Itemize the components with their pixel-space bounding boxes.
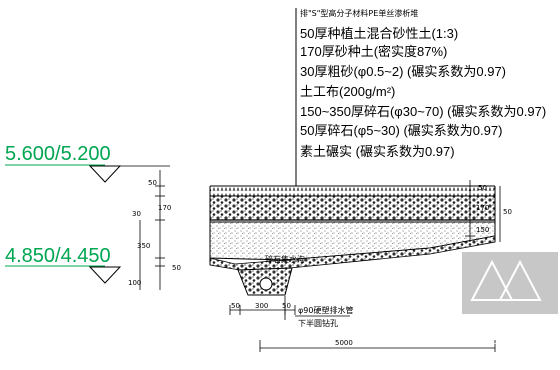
dim-left-350: 350 [137,242,150,250]
layer-label-3: 170厚砂种土(密实度87%) [300,44,447,59]
elevation-upper: 5.600/5.200 [5,143,111,165]
left-dimensions [139,170,165,290]
layer-label-8: 素土碾实 (碾实系数为0.97) [300,144,455,159]
dim-left-30: 30 [132,210,141,218]
elevation-lower-marker [88,266,122,284]
layer-label-5: 土工布(200g/m²) [300,84,395,99]
note-pipe: φ90硬塑排水管 [298,305,353,315]
dim-right-top-50: 50 [478,184,487,192]
right-dimensions [465,180,501,242]
dim-left-100: 100 [128,279,141,287]
layer-label-2: 50厚种植土混合砂性土(1:3) [300,26,458,41]
dim-bottom-300: 300 [255,302,268,310]
dim-bottom-50-right: 50 [282,302,291,310]
layer-label-1: 排"S"型高分子材料PE单丝渗析堆 [300,8,418,18]
dim-left-50: 50 [172,264,181,272]
note-drain-trench: 碎石集水沟 [265,254,305,264]
watermark-text: zhulong.com [470,333,538,347]
elevation-upper-marker [88,165,122,183]
bottom-dimensions [229,296,496,352]
layer-label-7: 50厚碎石(φ5~30) (碾实系数为0.97) [300,123,502,138]
dim-bottom-50-left: 50 [231,302,240,310]
note-pipe-sub: 下半圆钻孔 [298,318,338,328]
dim-right-170: 170 [476,204,489,212]
dim-left-170: 170 [158,204,171,212]
layer-label-4: 30厚粗砂(φ0.5~2) (碾实系数为0.97) [300,64,506,79]
elevation-lower: 4.850/4.450 [5,245,111,267]
section-layers [209,185,496,296]
watermark-logo [462,252,558,314]
dim-bottom-5000: 5000 [335,339,353,347]
layer-label-6: 150~350厚碎石(φ30~70) (碾实系数为0.97) [300,104,546,119]
dim-left-top-50: 50 [148,179,157,187]
dim-right-50: 50 [503,208,512,216]
dim-right-150: 150 [476,226,489,234]
